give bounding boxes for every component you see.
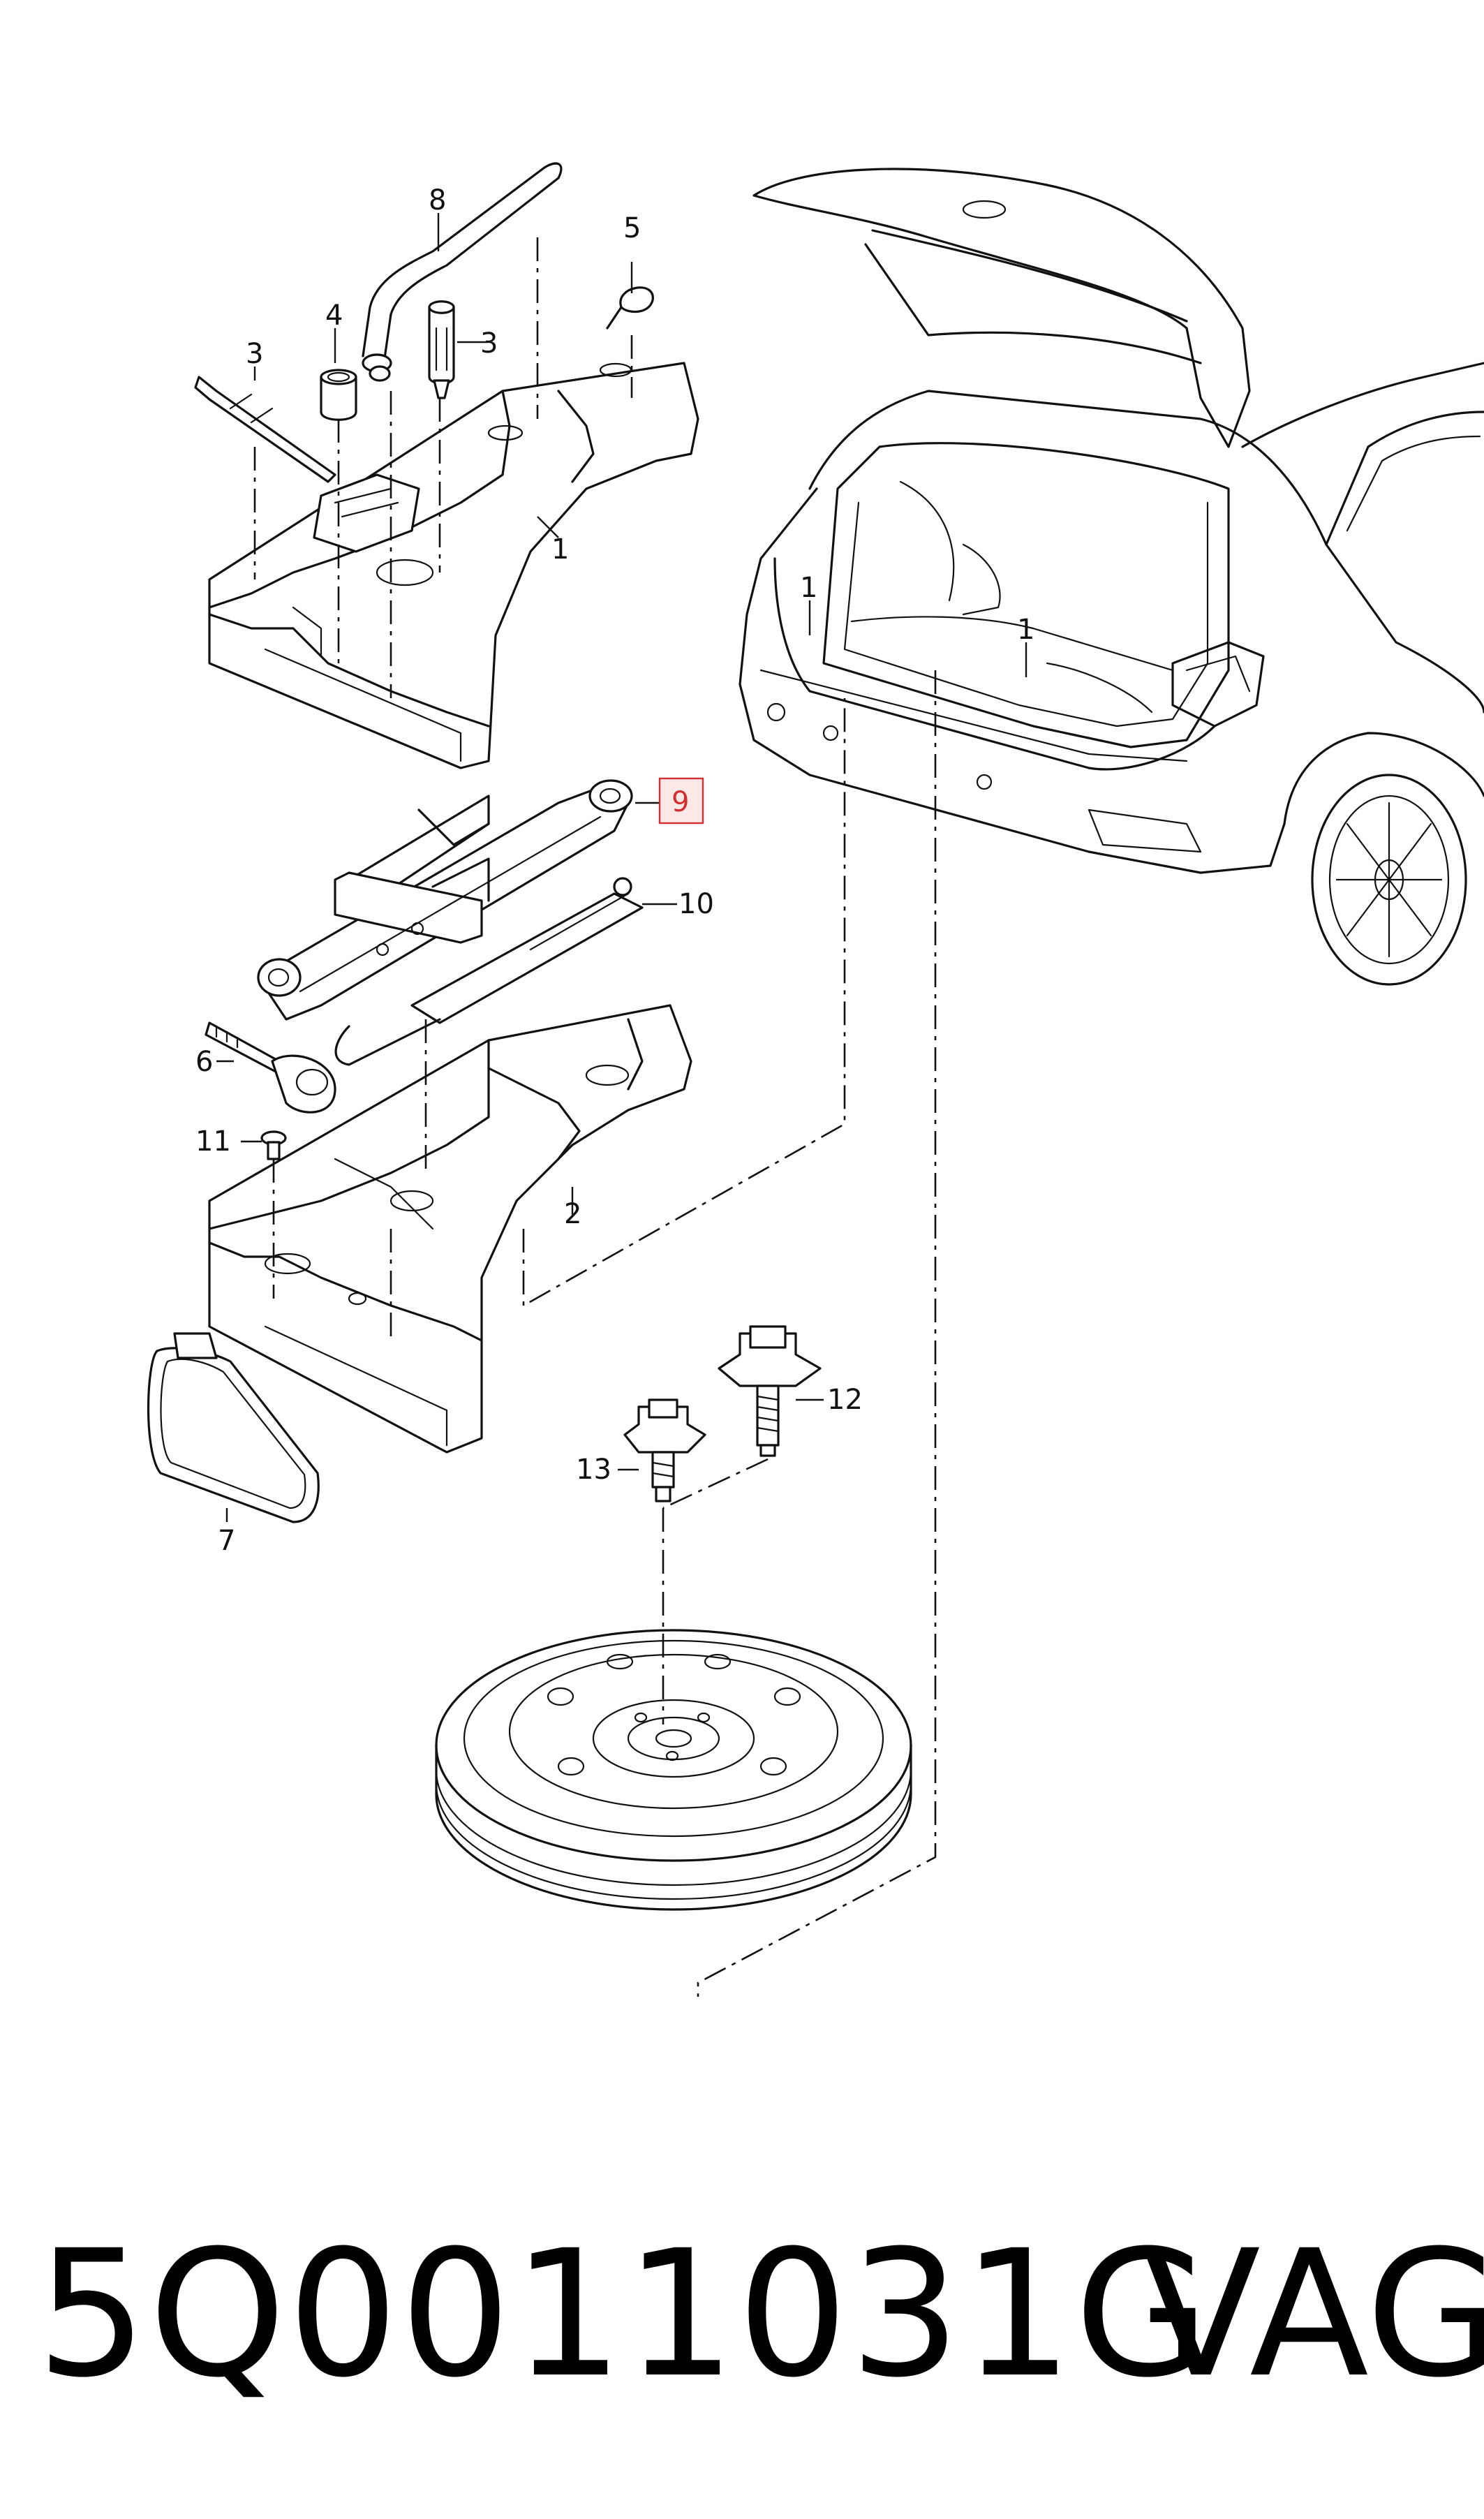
callout-9-highlight-box (658, 777, 704, 825)
callout-3-left: 3 (246, 338, 263, 370)
callout-3-right: 3 (480, 327, 498, 360)
callout-1-car-right: 1 (1017, 614, 1034, 646)
callout-1-car-left: 1 (800, 572, 817, 604)
part-number: 5Q0011031G (36, 2213, 1211, 2416)
jack-crank-rod (362, 162, 563, 382)
callout-9: 9 (671, 786, 689, 818)
callout-12: 12 (827, 1384, 863, 1416)
spare-wheel (435, 1629, 912, 1911)
retaining-strap (147, 1332, 320, 1523)
callout-4: 4 (325, 300, 343, 332)
callout-11: 11 (195, 1125, 231, 1158)
spare-wheel-bolt-12 (718, 1325, 822, 1457)
assembly-guide-lines (253, 237, 937, 1997)
wheel-wrench (334, 877, 644, 1066)
wheel-bolt-socket (320, 369, 357, 421)
screwdriver-insert (428, 300, 455, 399)
callout-5: 5 (623, 212, 641, 244)
callout-6: 6 (195, 1046, 213, 1078)
retaining-clip (606, 286, 654, 330)
car-jack (257, 779, 633, 1021)
callout-13: 13 (576, 1454, 611, 1486)
brand-label: VAG (1141, 2213, 1484, 2416)
callout-2: 2 (564, 1198, 581, 1230)
callout-1-top: 1 (551, 533, 569, 566)
callout-10: 10 (678, 888, 714, 920)
callout-8: 8 (429, 184, 446, 216)
securing-bolt (260, 1130, 287, 1160)
jack-foam-insert-lower (208, 1004, 692, 1454)
screwdriver-tool (194, 376, 336, 483)
car-rear-illustration (739, 168, 1484, 986)
spare-wheel-bolt-13 (623, 1398, 706, 1502)
towing-eye (205, 1021, 336, 1114)
tool-foam-insert-upper (208, 362, 699, 769)
callout-7: 7 (218, 1525, 235, 1557)
